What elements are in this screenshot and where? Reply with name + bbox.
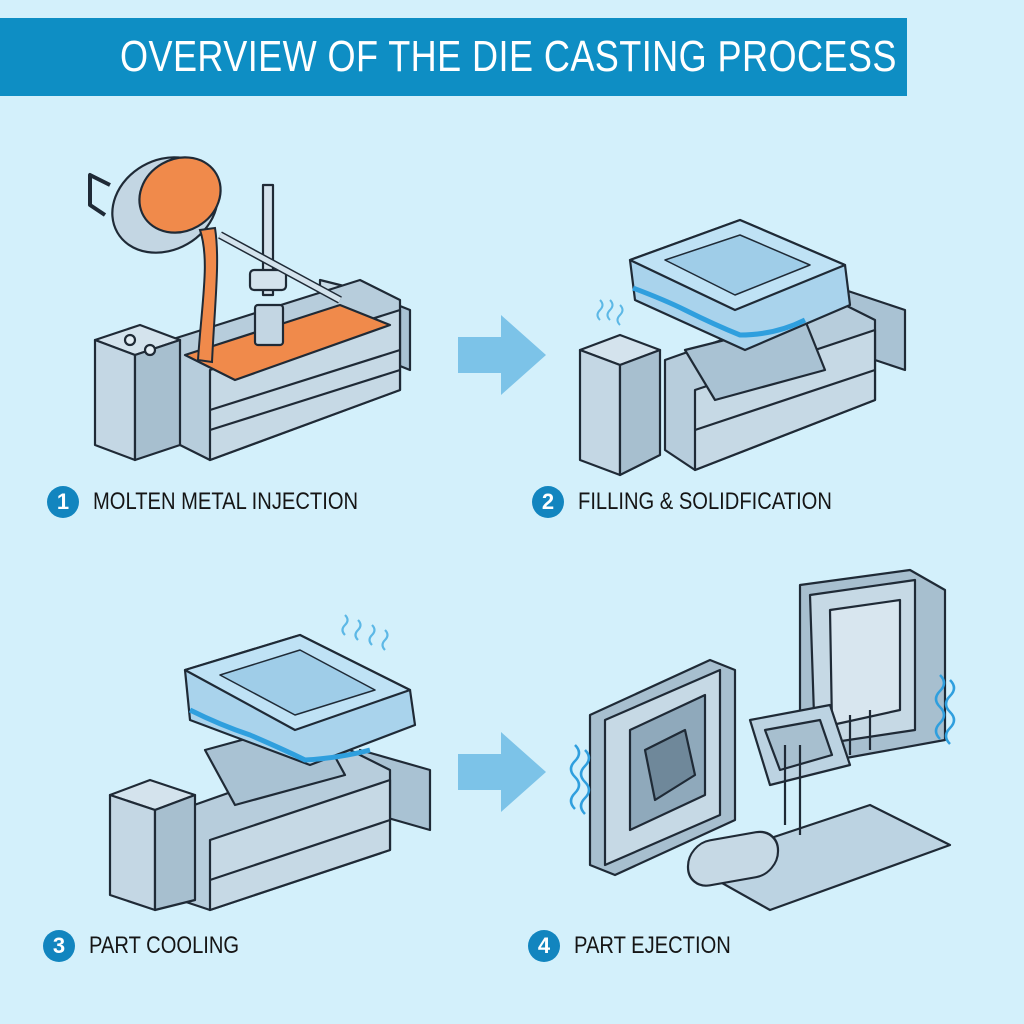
arrow-right-icon bbox=[458, 315, 546, 395]
step-title: PART EJECTION bbox=[574, 932, 731, 959]
step-number-badge: 2 bbox=[532, 486, 564, 518]
step-2-label: 2 FILLING & SOLIDFICATION bbox=[532, 486, 880, 518]
die-closing-icon bbox=[578, 218, 907, 477]
step-title: FILLING & SOLIDFICATION bbox=[578, 488, 832, 515]
title-bar: OVERVIEW OF THE DIE CASTING PROCESS bbox=[0, 18, 907, 96]
step-4-label: 4 PART EJECTION bbox=[528, 930, 761, 962]
step-1-label: 1 MOLTEN METAL INJECTION bbox=[47, 486, 409, 518]
step-number-badge: 1 bbox=[47, 486, 79, 518]
step-number-badge: 3 bbox=[43, 930, 75, 962]
step-title: PART COOLING bbox=[89, 932, 240, 959]
step-title: MOLTEN METAL INJECTION bbox=[93, 488, 359, 515]
die-cooling-icon bbox=[108, 614, 432, 912]
part-ejection-icon bbox=[569, 568, 956, 912]
page-title: OVERVIEW OF THE DIE CASTING PROCESS bbox=[120, 32, 897, 81]
ladle-pouring-into-die-icon bbox=[88, 156, 412, 462]
step-number-badge: 4 bbox=[528, 930, 560, 962]
arrow-right-icon bbox=[458, 732, 546, 812]
step-3-label: 3 PART COOLING bbox=[43, 930, 268, 962]
